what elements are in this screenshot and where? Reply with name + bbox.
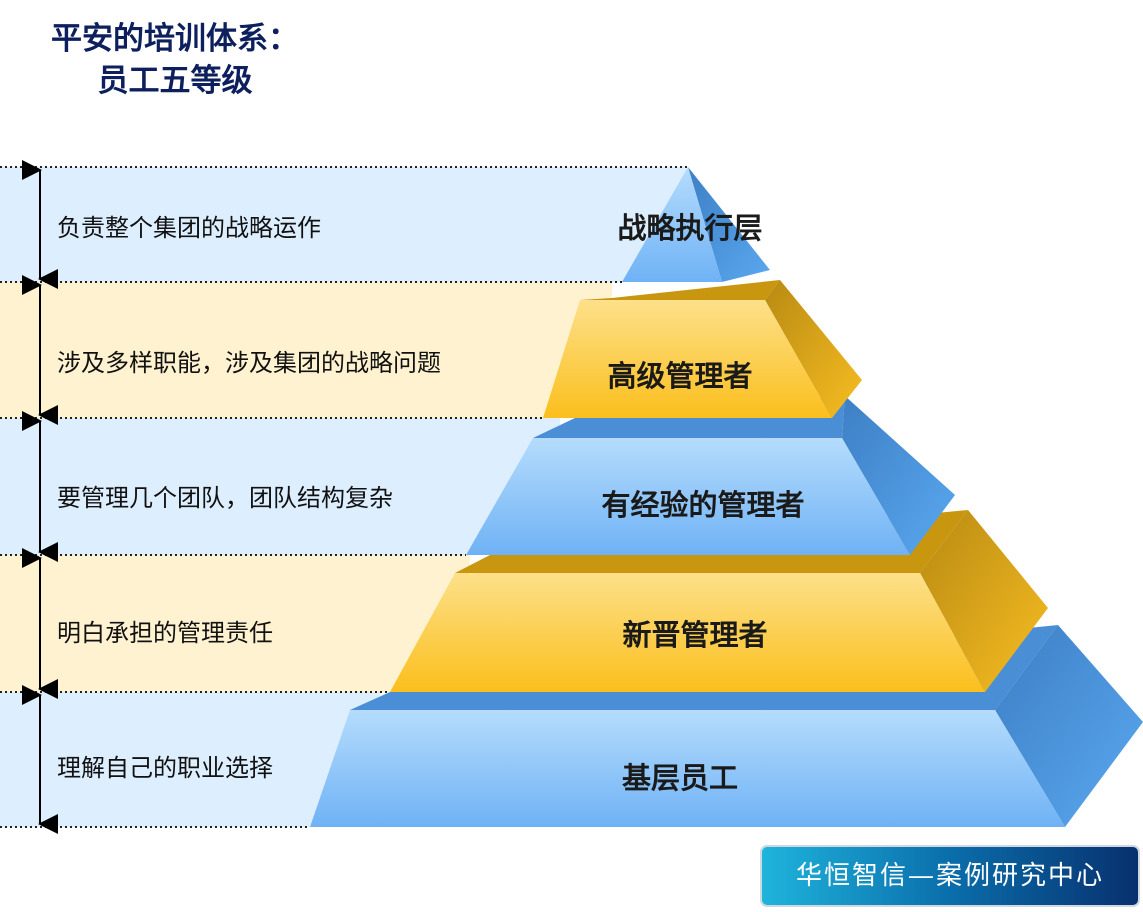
band-4 xyxy=(0,555,470,692)
background-bands xyxy=(0,167,688,827)
title-line-2: 员工五等级 xyxy=(97,63,253,99)
band-3 xyxy=(0,418,560,555)
band-5 xyxy=(0,692,380,827)
logo-badge: 华恒智信—案例研究中心 xyxy=(762,847,1138,905)
level-1-description: 负责整个集团的战略运作 xyxy=(57,214,321,242)
level-1-label: 战略执行层 xyxy=(617,211,763,245)
level-5-description: 理解自己的职业选择 xyxy=(57,754,273,782)
band-2 xyxy=(0,282,612,418)
layer-1 xyxy=(622,167,770,282)
band-1 xyxy=(0,167,688,282)
title-line-1: 平安的培训体系： xyxy=(51,21,299,57)
level-3-description: 要管理几个团队，团队结构复杂 xyxy=(57,484,393,512)
level-2-description: 涉及多样职能，涉及集团的战略问题 xyxy=(57,349,441,377)
level-4-label: 新晋管理者 xyxy=(622,618,768,652)
level-2-label: 高级管理者 xyxy=(607,359,753,393)
level-5-label: 基层员工 xyxy=(621,761,739,795)
level-3-label: 有经验的管理者 xyxy=(601,488,805,522)
level-4-description: 明白承担的管理责任 xyxy=(57,619,273,647)
layer-2 xyxy=(543,280,862,418)
diagram-title: 平安的培训体系： 员工五等级 xyxy=(0,18,350,102)
